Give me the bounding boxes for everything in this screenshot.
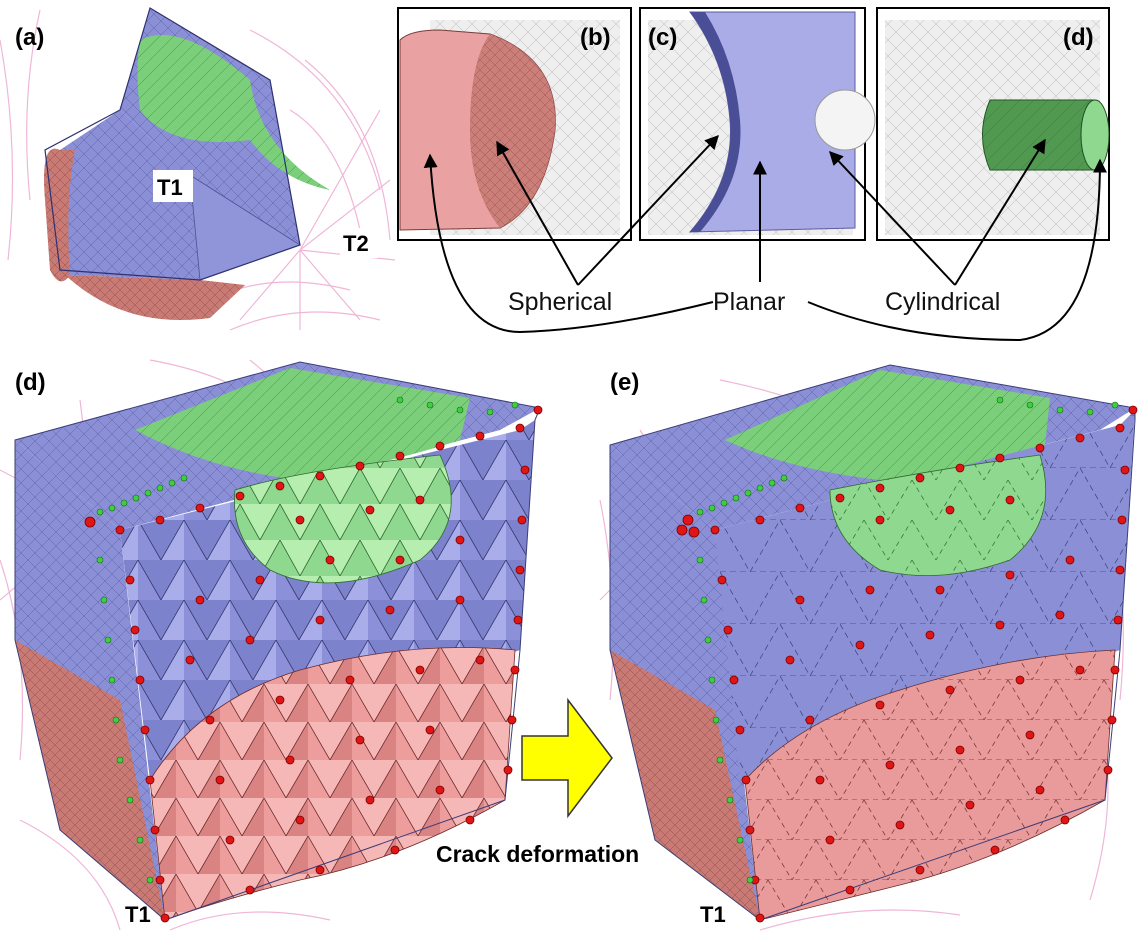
- cylindrical-cap-a: [137, 35, 330, 190]
- panel-label-b: (b): [580, 24, 611, 51]
- arrow-spherical-c: [577, 134, 719, 286]
- smooth-front-green-e: [829, 454, 1047, 576]
- smooth-front-red-e: [744, 649, 1116, 921]
- panel-b: (b): [397, 7, 632, 241]
- marker-box-t1: [153, 170, 193, 202]
- block-left-red-d: [15, 640, 165, 920]
- boundary-nodes-d: [96, 396, 519, 884]
- facet-front-red-d: [149, 647, 516, 921]
- panel-label-a: (a): [15, 24, 44, 51]
- panel-a: (a) T1 T2: [0, 7, 396, 331]
- spherical-surface-a-left: [44, 148, 75, 282]
- green-cap-top-d: [135, 368, 470, 480]
- transition-arrow: Crack deformation: [436, 697, 639, 867]
- transition-label: Crack deformation: [436, 841, 639, 867]
- arrow-cylindrical-d: [954, 138, 1046, 286]
- panel-d-top: (d): [876, 7, 1110, 241]
- marker-t1-d: T1: [125, 902, 151, 927]
- arrow-planar-b: [423, 153, 714, 334]
- panel-e: (e) T1: [599, 364, 1138, 931]
- spherical-surface-a-bottom: [60, 270, 245, 320]
- boundary-nodes-e: [696, 396, 1119, 884]
- panel-label-c: (c): [648, 24, 677, 51]
- arrow-planar-d: [807, 158, 1107, 342]
- marker-t1-e: T1: [700, 902, 726, 927]
- mesh-nodes-e: [676, 405, 1138, 923]
- marker-t2-a: T2: [343, 231, 369, 256]
- panel-c: (c): [639, 7, 876, 241]
- label-planar: Planar: [713, 288, 785, 316]
- surface-type-annotations: Spherical Planar Cylindrical: [423, 134, 1107, 342]
- arrow-cylindrical-c: [829, 150, 956, 286]
- label-cylindrical: Cylindrical: [885, 288, 1000, 316]
- panel-d-bottom: (d) T1: [0, 359, 543, 931]
- mesh-nodes-d: [84, 405, 543, 923]
- panel-label-d-bottom: (d): [15, 369, 46, 396]
- marker-box-t2: [340, 228, 378, 258]
- panel-label-e: (e): [610, 369, 639, 396]
- green-cap-top-e: [725, 370, 1050, 480]
- facet-front-green-d: [234, 454, 452, 584]
- cube-face-left: [60, 110, 200, 280]
- marker-t1-a: T1: [157, 175, 183, 200]
- block-left-red-e: [610, 650, 760, 920]
- arrow-spherical-b: [496, 140, 579, 286]
- guide-lines-a: [0, 9, 396, 331]
- label-spherical: Spherical: [508, 288, 612, 316]
- panel-label-d-top: (d): [1063, 24, 1094, 51]
